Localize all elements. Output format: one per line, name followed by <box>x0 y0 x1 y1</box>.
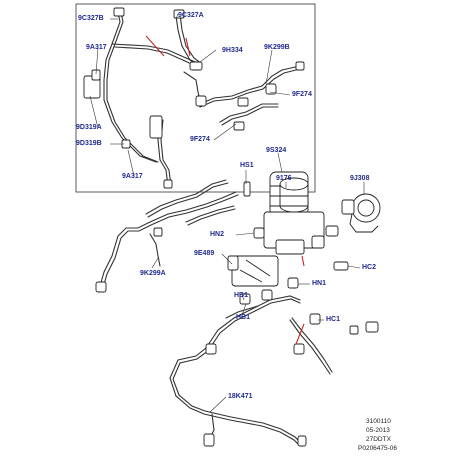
inset-frame <box>75 3 316 193</box>
callout-9D319B: 9D319B <box>76 140 102 147</box>
callout-9C327B: 9C327B <box>78 15 104 22</box>
callout-9J308: 9J308 <box>350 175 370 182</box>
callout-9F274-right: 9F274 <box>292 91 312 98</box>
reference-line-3: 27DDTX <box>366 436 391 443</box>
callout-HN1: HN1 <box>312 280 327 287</box>
callout-9E489: 9E489 <box>194 250 215 257</box>
callout-9176: 9176 <box>276 175 292 182</box>
leader-lines <box>89 13 365 413</box>
red-indicator-lines-main <box>295 255 305 345</box>
reference-line-2: 05-2013 <box>366 427 390 434</box>
filter <box>279 177 309 213</box>
hc1-clip <box>349 321 379 335</box>
reference-line-4: P0206475-06 <box>358 445 398 452</box>
callout-HB1-a: HB1 <box>234 292 249 299</box>
callout-9H334: 9H334 <box>222 47 243 54</box>
callout-9S324: 9S324 <box>266 147 287 154</box>
callout-HN2: HN2 <box>210 231 225 238</box>
callout-18K471: 18K471 <box>228 393 253 400</box>
callout-HC2: HC2 <box>362 264 377 271</box>
main-brake-pipes <box>99 179 333 447</box>
reference-line-1: 3100110 <box>366 418 391 425</box>
abs-modulator <box>95 171 349 447</box>
callout-HS1: HS1 <box>240 162 254 169</box>
callout-HC1: HC1 <box>326 316 341 323</box>
callout-HB1-b: HB1 <box>236 314 251 321</box>
inset-fittings <box>83 7 305 189</box>
callout-9D319A: 9D319A <box>76 124 102 131</box>
callout-9A317-top: 9A317 <box>86 44 107 51</box>
callout-9K299A: 9K299A <box>140 270 166 277</box>
red-indicator-lines <box>145 35 191 57</box>
callout-9F274-left: 9F274 <box>190 136 210 143</box>
callout-9C327A: 9C327A <box>178 12 204 19</box>
pressure-sensor <box>341 193 381 233</box>
callout-9K299B: 9K299B <box>264 44 290 51</box>
callout-9A317-bottom: 9A317 <box>122 173 143 180</box>
